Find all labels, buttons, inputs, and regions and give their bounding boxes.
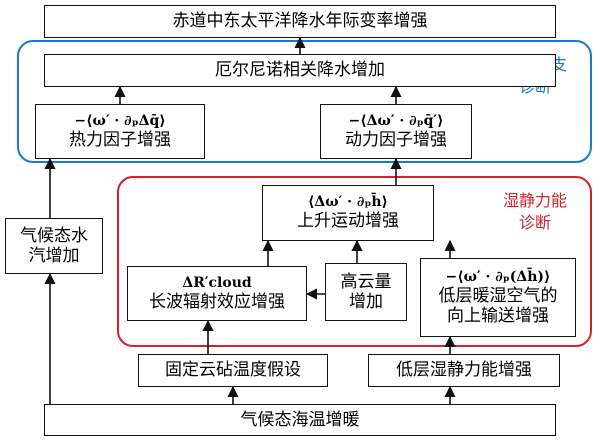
sst-warming-text: 气候态海温增暖: [240, 409, 360, 430]
title-node: 赤道中东太平洋降水年际变率增强: [44, 5, 556, 38]
ascent-text: 上升运动增强: [297, 211, 399, 232]
fixed-anvil-node: 固定云砧温度假设: [138, 354, 328, 387]
enso-rainfall-node: 厄尔尼诺相关降水增加: [44, 54, 556, 87]
fixed-anvil-text: 固定云砧温度假设: [165, 360, 301, 381]
dynamic-formula: −⟨Δω′ · ∂ₚq̄′⟩: [348, 112, 444, 129]
upward-transport-text-line1: 低层暖湿空气的: [438, 285, 558, 306]
upward-transport-text-line2: 向上输送增强: [447, 305, 549, 326]
moist-static-energy-group: [117, 176, 592, 347]
high-cloud-text-line2: 增加: [349, 292, 383, 312]
water-vapor-text-line1: 气候态水: [20, 225, 88, 246]
upward-transport-formula: −⟨ω′ · ∂ₚ(Δh̄)⟩: [445, 268, 551, 285]
longwave-formula: ΔR′cloud: [182, 274, 252, 291]
thermodynamic-formula: −⟨ω′ · ∂ₚΔq̄⟩: [74, 112, 166, 129]
water-vapor-text-line2: 汽增加: [28, 246, 80, 266]
longwave-text: 长波辐射效应增强: [149, 291, 285, 312]
sst-warming-node: 气候态海温增暖: [44, 404, 556, 436]
enso-rainfall-text: 厄尔尼诺相关降水增加: [215, 60, 385, 81]
moist-static-energy-label: 湿静力能 诊断: [502, 191, 567, 232]
high-cloud-node: 高云量 增加: [325, 263, 407, 321]
dynamic-node: −⟨Δω′ · ∂ₚq̄′⟩ 动力因子增强: [320, 104, 472, 159]
dynamic-text: 动力因子增强: [345, 129, 447, 150]
thermodynamic-text: 热力因子增强: [69, 129, 171, 150]
longwave-node: ΔR′cloud 长波辐射效应增强: [127, 266, 307, 321]
title-text: 赤道中东太平洋降水年际变率增强: [172, 11, 428, 32]
ascent-node: ⟨Δω′ · ∂ₚh̄⟩ 上升运动增强: [262, 185, 434, 241]
upward-transport-node: −⟨ω′ · ∂ₚ(Δh̄)⟩ 低层暖湿空气的 向上输送增强: [420, 258, 576, 337]
low-level-mse-text: 低层湿静力能增强: [396, 360, 532, 381]
ascent-formula: ⟨Δω′ · ∂ₚh̄⟩: [308, 194, 388, 211]
thermodynamic-node: −⟨ω′ · ∂ₚΔq̄⟩ 热力因子增强: [35, 104, 205, 159]
high-cloud-text-line1: 高云量: [340, 271, 392, 292]
low-level-mse-node: 低层湿静力能增强: [368, 354, 560, 387]
water-vapor-node: 气候态水 汽增加: [5, 218, 103, 274]
